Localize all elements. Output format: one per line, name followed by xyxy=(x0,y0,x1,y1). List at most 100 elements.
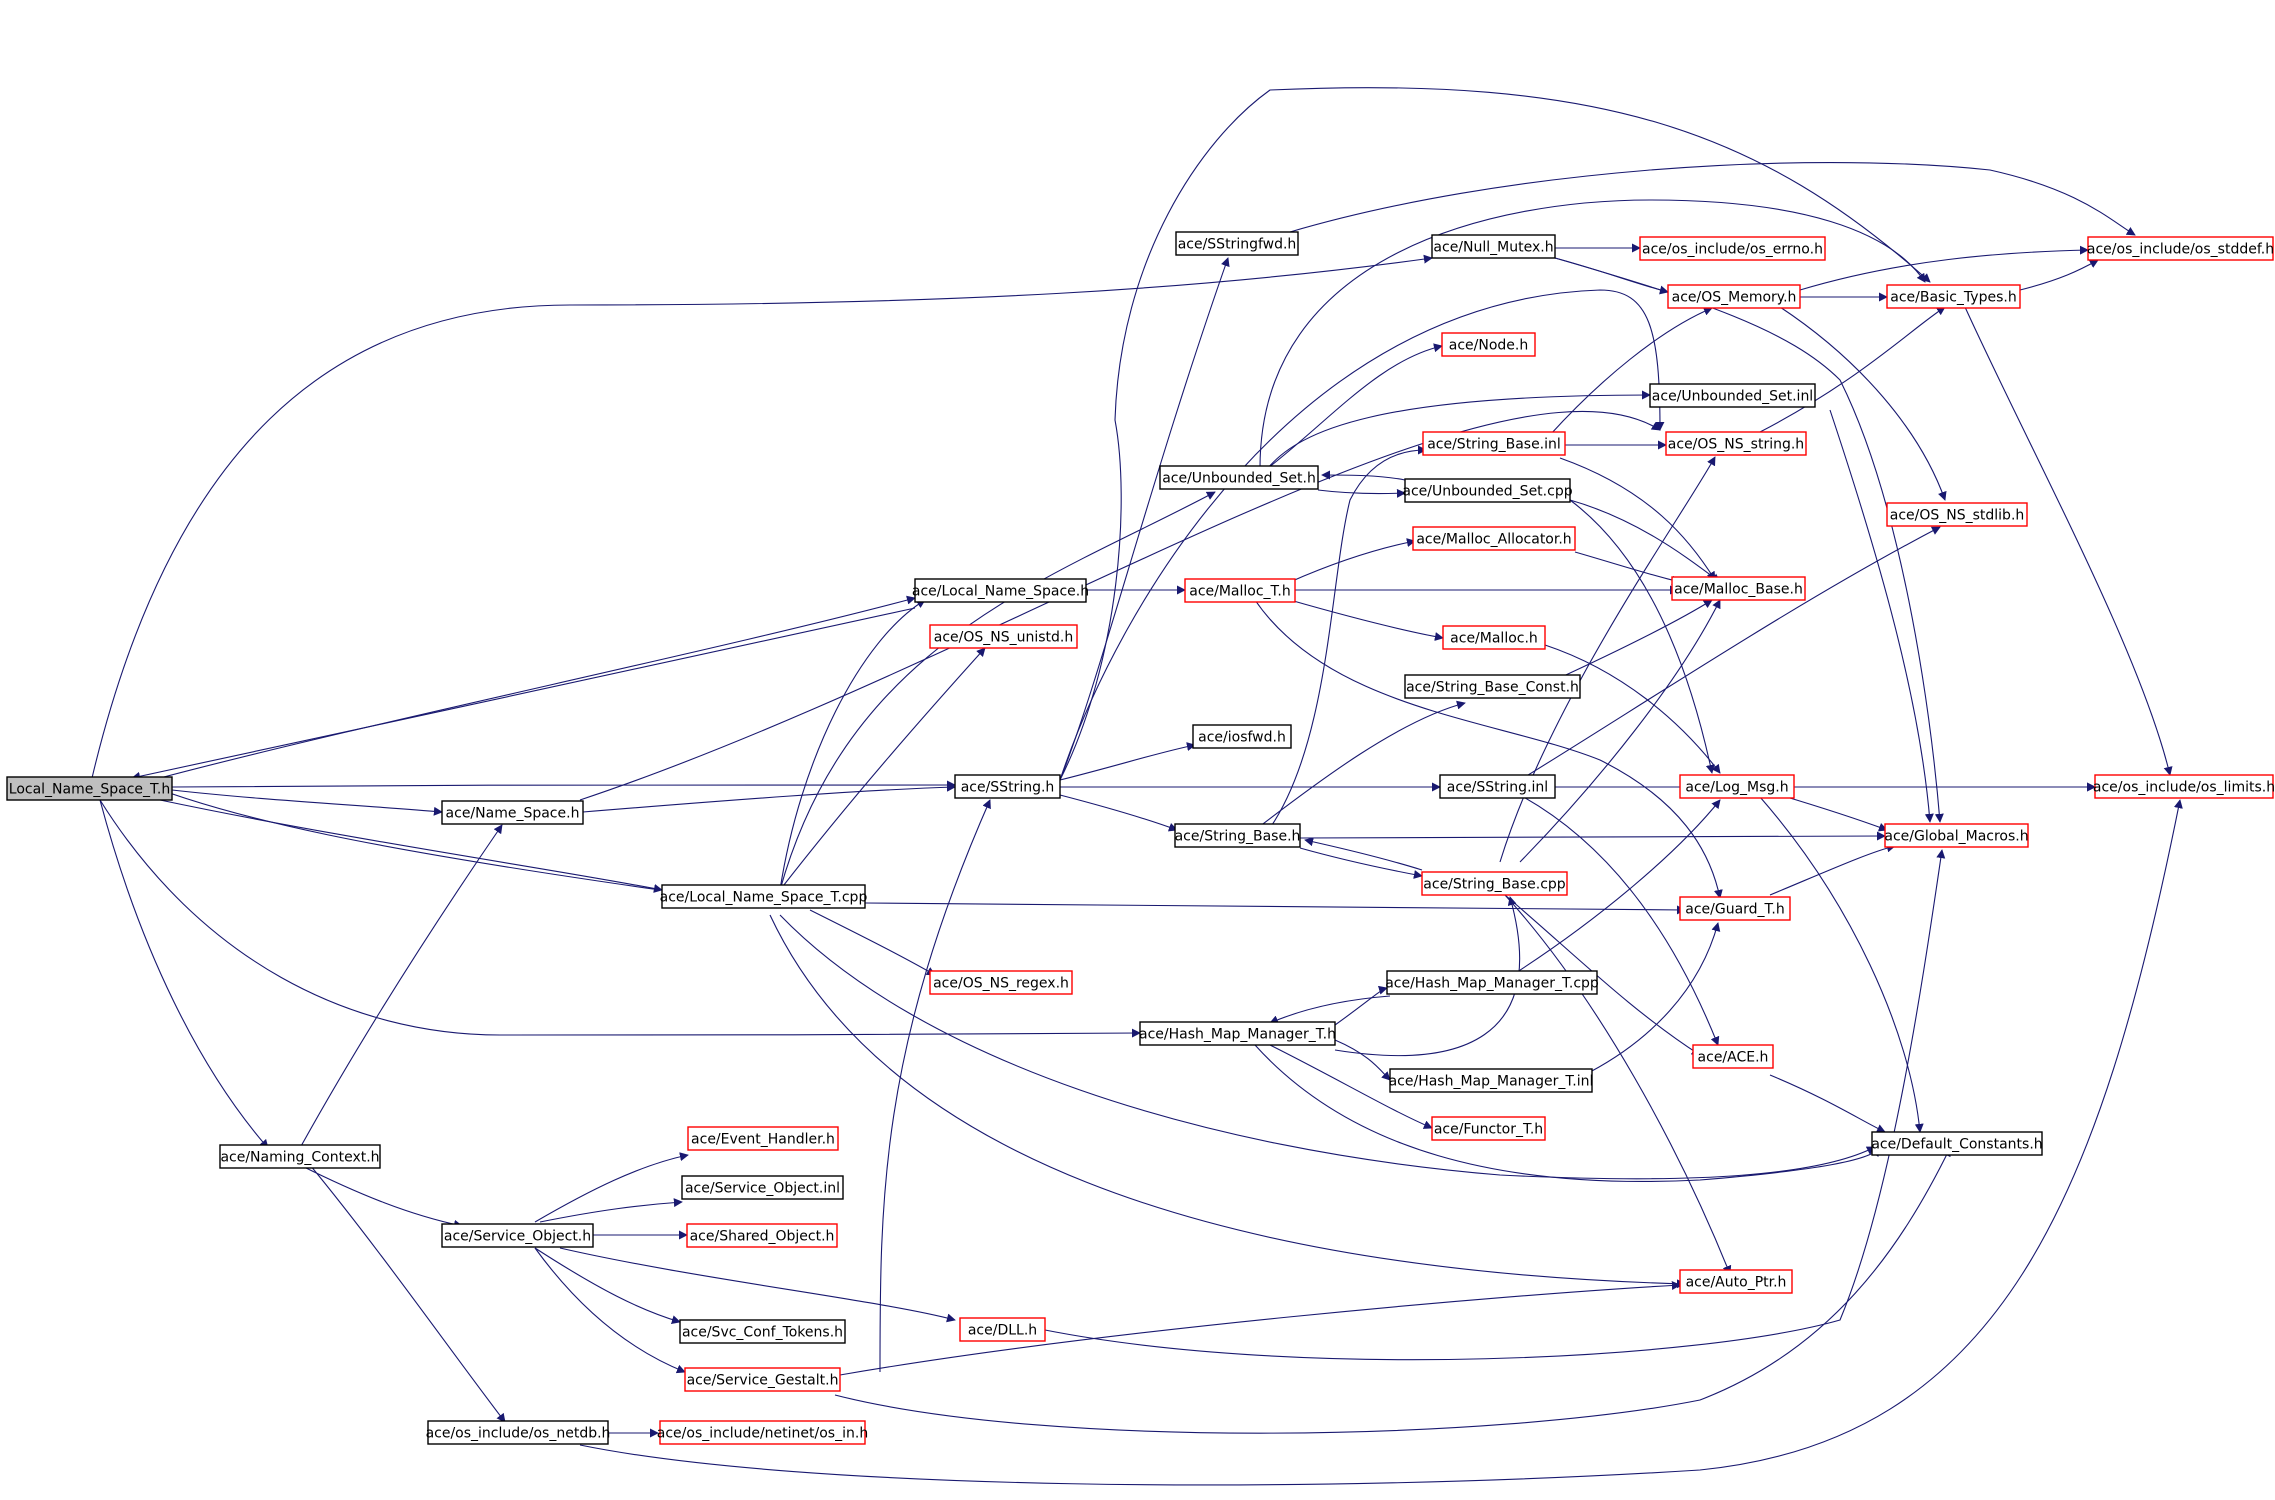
node-os-ns-unistd[interactable]: ace/OS_NS_unistd.h xyxy=(929,624,1078,649)
node-malloc-t[interactable]: ace/Malloc_T.h xyxy=(1184,578,1296,603)
node-service-gestalt[interactable]: ace/Service_Gestalt.h xyxy=(684,1367,841,1392)
node-hash-map-manager-t-inl[interactable]: ace/Hash_Map_Manager_T.inl xyxy=(1389,1068,1594,1093)
node-os-ns-regex[interactable]: ace/OS_NS_regex.h xyxy=(929,970,1073,995)
node-os-limits[interactable]: ace/os_include/os_limits.h xyxy=(2093,774,2275,799)
edge-string-base-inl-os-memory xyxy=(1549,307,1713,436)
edge-root-naming-context xyxy=(99,799,269,1149)
edge-lnst-cpp-local-name-space-h xyxy=(779,599,926,891)
node-label: ace/os_include/netinet/os_in.h xyxy=(657,1426,868,1442)
edge-sstring-h-string-base-h xyxy=(1059,794,1178,832)
edge-unbounded-set-h-unbounded-set-inl xyxy=(1267,390,1651,469)
edge-service-object-service-gestalt xyxy=(534,1247,686,1374)
node-basic-types[interactable]: ace/Basic_Types.h xyxy=(1886,284,2021,309)
node-sstring-inl[interactable]: ace/SString.inl xyxy=(1439,774,1556,799)
node-node-h[interactable]: ace/Node.h xyxy=(1441,332,1536,357)
node-null-mutex[interactable]: ace/Null_Mutex.h xyxy=(1431,234,1556,259)
node-unbounded-set-cpp[interactable]: ace/Unbounded_Set.cpp xyxy=(1402,478,1573,503)
edge-service-gestalt-auto-ptr xyxy=(839,1280,1681,1376)
edge-string-base-inl-malloc-base xyxy=(1559,457,1716,581)
node-log-msg[interactable]: ace/Log_Msg.h xyxy=(1679,774,1795,799)
node-os-errno[interactable]: ace/os_include/os_errno.h xyxy=(1639,236,1826,261)
node-shared-object[interactable]: ace/Shared_Object.h xyxy=(686,1223,838,1248)
edge-sstring-h-iosfwd xyxy=(1059,742,1196,781)
edge-ace-default-constants xyxy=(1769,1074,1886,1133)
edge-sstringfwd-os-stddef xyxy=(1289,161,2136,236)
node-os-ns-string[interactable]: ace/OS_NS_string.h xyxy=(1665,431,1807,456)
edge-root-hash-map-manager-t-h xyxy=(99,799,1141,1038)
node-os-memory[interactable]: ace/OS_Memory.h xyxy=(1667,284,1801,309)
edge-string-base-cpp-os-ns-string xyxy=(1499,456,1716,863)
node-string-base-inl[interactable]: ace/String_Base.inl xyxy=(1422,431,1566,456)
edge-service-gestalt-sstring-h xyxy=(879,799,991,1373)
edge-log-msg-default-constants xyxy=(1759,796,1924,1133)
node-label: ace/DLL.h xyxy=(968,1323,1037,1339)
edge-sstring-h-sstringfwd xyxy=(1059,257,1230,781)
node-label: ace/ACE.h xyxy=(1698,1050,1769,1066)
edge-local-name-space-t-cpp-root xyxy=(129,776,661,891)
node-label: ace/Malloc_Allocator.h xyxy=(1416,532,1571,548)
edge-hmm-t-inl-guard-t xyxy=(1589,922,1721,1073)
node-os-netdb[interactable]: ace/os_include/os_netdb.h xyxy=(426,1420,611,1445)
node-os-in[interactable]: ace/os_include/netinet/os_in.h xyxy=(657,1420,868,1445)
node-os-ns-stdlib[interactable]: ace/OS_NS_stdlib.h xyxy=(1886,502,2028,527)
node-local-name-space-t-cpp[interactable]: ace/Local_Name_Space_T.cpp xyxy=(660,884,868,909)
node-service-object-inl[interactable]: ace/Service_Object.inl xyxy=(681,1175,844,1200)
node-svc-conf-tokens[interactable]: ace/Svc_Conf_Tokens.h xyxy=(679,1319,846,1344)
node-unbounded-set-inl[interactable]: ace/Unbounded_Set.inl xyxy=(1649,383,1816,408)
node-sstringfwd[interactable]: ace/SStringfwd.h xyxy=(1175,231,1299,256)
edge-hmm-t-h-hmm-t-cpp xyxy=(1334,985,1388,1026)
node-label: ace/Basic_Types.h xyxy=(1890,290,2016,306)
node-label: ace/Malloc_T.h xyxy=(1189,584,1291,600)
node-naming-context[interactable]: ace/Naming_Context.h xyxy=(219,1144,381,1169)
edge-lnst-cpp-os-ns-unistd xyxy=(779,647,986,891)
node-sstring-h[interactable]: ace/SString.h xyxy=(954,774,1061,799)
node-unbounded-set-h[interactable]: ace/Unbounded_Set.h xyxy=(1159,465,1319,490)
node-guard-t[interactable]: ace/Guard_T.h xyxy=(1679,896,1791,921)
edge-sstring-h-basic-types xyxy=(1059,87,1931,781)
edge-os-netdb-os-limits xyxy=(579,799,2183,1486)
node-auto-ptr[interactable]: ace/Auto_Ptr.h xyxy=(1679,1269,1793,1294)
edge-sstring-inl-ace xyxy=(1519,794,1720,1046)
node-label: ace/os_include/os_stddef.h xyxy=(2087,242,2274,258)
node-label: ace/Service_Object.inl xyxy=(685,1181,840,1197)
node-label: ace/Shared_Object.h xyxy=(690,1229,835,1245)
node-local-name-space-t-h[interactable]: Local_Name_Space_T.h xyxy=(6,776,173,801)
node-label: ace/Hash_Map_Manager_T.h xyxy=(1139,1027,1336,1043)
node-service-object-h[interactable]: ace/Service_Object.h xyxy=(441,1223,594,1248)
edge-string-base-h-string-base-inl xyxy=(1269,445,1427,829)
node-malloc-h[interactable]: ace/Malloc.h xyxy=(1442,625,1546,650)
node-functor-t[interactable]: ace/Functor_T.h xyxy=(1431,1116,1546,1141)
node-default-constants[interactable]: ace/Default_Constants.h xyxy=(1871,1131,2043,1156)
node-malloc-allocator[interactable]: ace/Malloc_Allocator.h xyxy=(1412,526,1576,551)
node-string-base-const[interactable]: ace/String_Base_Const.h xyxy=(1404,674,1581,699)
node-string-base-cpp[interactable]: ace/String_Base.cpp xyxy=(1421,871,1568,896)
node-hash-map-manager-t-h[interactable]: ace/Hash_Map_Manager_T.h xyxy=(1139,1021,1336,1046)
node-local-name-space-h[interactable]: ace/Local_Name_Space.h xyxy=(912,578,1089,603)
edge-lnst-cpp-default-constants xyxy=(779,914,1876,1180)
node-malloc-base[interactable]: ace/Malloc_Base.h xyxy=(1671,576,1806,601)
edge-lnst-cpp-auto-ptr xyxy=(769,914,1686,1289)
node-hash-map-manager-t-cpp[interactable]: ace/Hash_Map_Manager_T.cpp xyxy=(1385,970,1599,995)
node-label: ace/Local_Name_Space.h xyxy=(912,584,1089,600)
node-label: ace/Service_Object.h xyxy=(444,1229,591,1245)
node-label: ace/Name_Space.h xyxy=(446,806,580,822)
node-dll[interactable]: ace/DLL.h xyxy=(959,1317,1046,1342)
node-string-base-h[interactable]: ace/String_Base.h xyxy=(1174,823,1301,848)
node-ace-h[interactable]: ace/ACE.h xyxy=(1692,1044,1774,1069)
node-global-macros[interactable]: ace/Global_Macros.h xyxy=(1884,823,2029,848)
node-label: ace/Svc_Conf_Tokens.h xyxy=(682,1325,843,1341)
node-label: ace/Local_Name_Space_T.cpp xyxy=(660,890,868,906)
node-label: ace/Malloc.h xyxy=(1450,631,1538,647)
edge-string-base-cpp-malloc-base xyxy=(1519,599,1721,863)
node-os-stddef[interactable]: ace/os_include/os_stddef.h xyxy=(2087,236,2274,261)
node-iosfwd[interactable]: ace/iosfwd.h xyxy=(1192,724,1292,749)
node-label: ace/Hash_Map_Manager_T.cpp xyxy=(1385,976,1599,992)
node-event-handler[interactable]: ace/Event_Handler.h xyxy=(687,1126,839,1151)
edge-guard-t-global-macros xyxy=(1769,843,1896,896)
edge-malloc-t-malloc-allocator xyxy=(1289,538,1416,583)
edge-hmm-t-h-string-base-cpp xyxy=(1334,896,1521,1057)
node-label: ace/Default_Constants.h xyxy=(1871,1137,2042,1153)
node-name-space[interactable]: ace/Name_Space.h xyxy=(441,800,584,825)
node-label: ace/Null_Mutex.h xyxy=(1433,240,1553,256)
